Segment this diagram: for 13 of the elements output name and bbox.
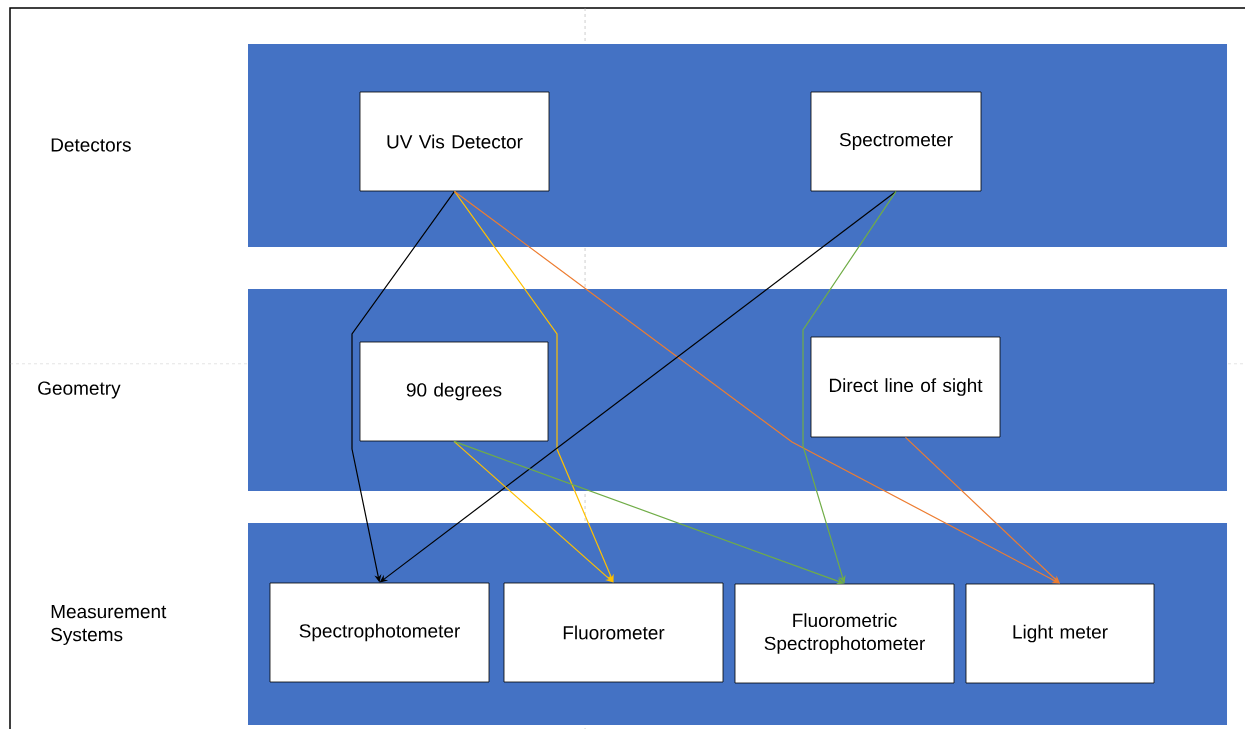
process-box: Fluorometer bbox=[503, 582, 724, 683]
process-box: Spectrometer bbox=[810, 91, 982, 192]
row-heading: Geometry bbox=[38, 381, 121, 399]
process-box: Light meter bbox=[965, 583, 1155, 684]
process-box: Direct line of sight bbox=[810, 336, 1001, 438]
process-box: UV Vis Detector bbox=[359, 91, 550, 192]
row-heading: Detectors bbox=[51, 138, 131, 152]
row-heading: Measurement Systems bbox=[51, 605, 167, 645]
arrow bbox=[453, 190, 1060, 584]
process-box: Fluorometric Spectrophotometer bbox=[734, 583, 955, 684]
process-box: Spectrophotometer bbox=[269, 582, 490, 683]
process-box: 90 degrees bbox=[359, 341, 549, 442]
arrow bbox=[904, 436, 1060, 584]
